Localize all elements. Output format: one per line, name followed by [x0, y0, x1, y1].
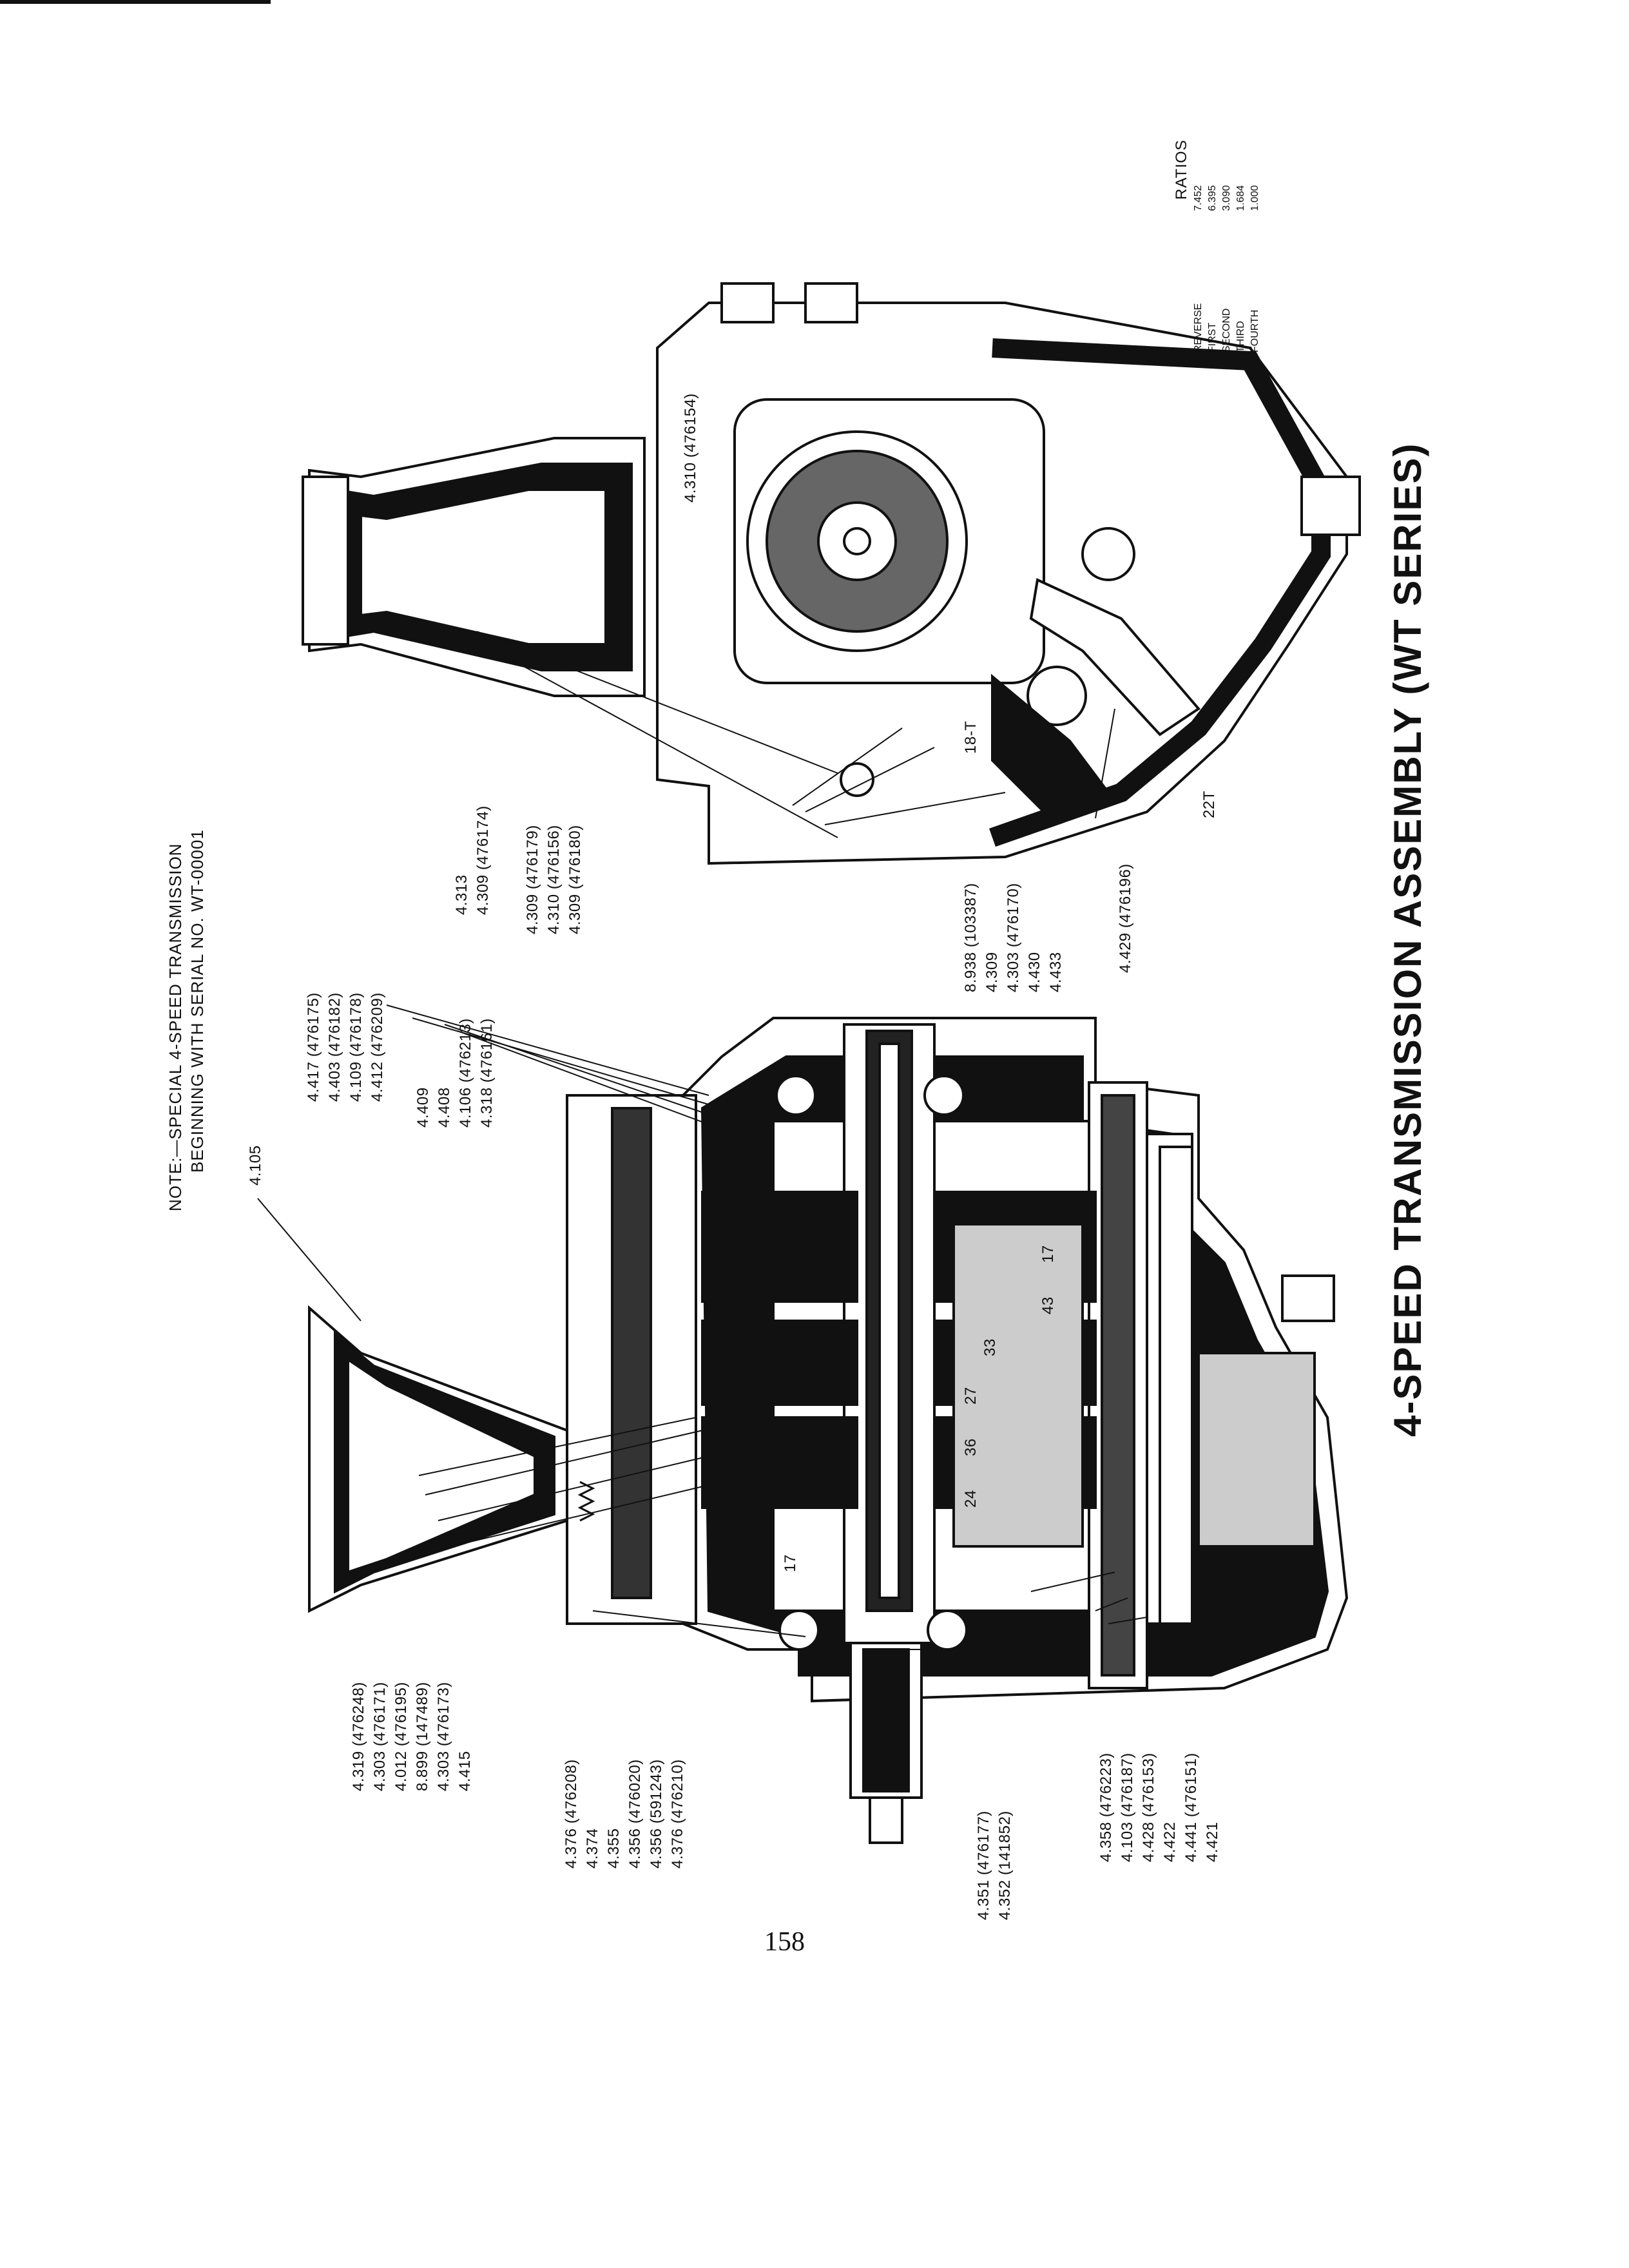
callout-label: 22T [1200, 791, 1218, 818]
ratio-row: FIRST 6.395 [1206, 184, 1219, 353]
callout-group-right-c: 8.938 (103387) 4.309 4.303 (476170) 4.43… [960, 883, 1066, 992]
ratio-value: 6.395 [1207, 185, 1218, 211]
ratio-row: SECOND 3.090 [1220, 184, 1233, 353]
note-block: NOTE:—SPECIAL 4-SPEED TRANSMISSION BEGIN… [164, 829, 208, 1211]
callout-label: 4.408 [436, 1087, 453, 1128]
callout-right-top: 4.310 (476154) [680, 393, 701, 503]
callout-label: 4.415 [456, 1751, 474, 1791]
ratios-table: RATIOS REVERSE 7.452 FIRST 6.395 SECOND 3.0… [1173, 139, 1263, 354]
callout-label: 4.403 (476182) [326, 992, 343, 1102]
callout-label: 4.358 (476223) [1097, 1753, 1115, 1862]
callout-label: 4.351 (476177) [975, 1811, 992, 1920]
callout-label: 4.313 [453, 874, 470, 915]
callout-label: 4.412 (476209) [369, 992, 386, 1102]
callout-group-e: 4.351 (476177) 4.352 (141852) [973, 1811, 1016, 1920]
callout-label: 4.105 [247, 1145, 264, 1186]
callout-label: 4.376 (476208) [563, 1759, 580, 1869]
callout-label: 8.938 (103387) [962, 883, 979, 992]
callout-group-b: 4.409 4.408 4.106 (476213) 4.318 (476161… [412, 1018, 497, 1128]
end-view [302, 282, 1361, 865]
gear-tooth-label: 17 [782, 1554, 799, 1572]
callout-label: 4.309 (476174) [474, 805, 492, 915]
callout-label: 4.421 [1204, 1821, 1221, 1862]
ratios-heading: RATIOS [1173, 139, 1190, 200]
ratio-gear: FOURTH [1249, 309, 1260, 352]
ratio-value: 3.090 [1221, 185, 1232, 211]
callout-label: 4.356 (476020) [626, 1759, 644, 1869]
page-title: 4-SPEED TRANSMISSION ASSEMBLY (WT SERIES… [1386, 442, 1429, 1437]
ratio-gear: FIRST [1207, 322, 1218, 352]
ratio-row: FOURTH 1.000 [1249, 184, 1262, 353]
gear-tooth-label: 24 [962, 1490, 979, 1508]
callout-label: 4.422 [1161, 1821, 1179, 1862]
top-rule [0, 0, 271, 4]
ratio-gear: REVERSE [1193, 303, 1204, 352]
callout-label: 4.319 (476248) [350, 1682, 367, 1791]
callout-label: 4.109 (476178) [347, 992, 365, 1102]
leader-lines [257, 631, 1148, 1650]
ratio-value: 1.684 [1235, 185, 1246, 211]
callout-label: 8.899 (147489) [414, 1682, 431, 1791]
callout-label: 4.352 (141852) [996, 1811, 1014, 1920]
ratio-gear: THIRD [1235, 321, 1246, 352]
callout-22t: 22T [1199, 791, 1220, 818]
note-line-2: BEGINNING WITH SERIAL NO. WT-00001 [188, 829, 207, 1173]
callout-label: 4.356 (591243) [648, 1759, 665, 1869]
callout-group-a: 4.417 (476175) 4.403 (476182) 4.109 (476… [303, 992, 388, 1102]
ratio-row: THIRD 1.684 [1235, 184, 1248, 353]
callout-label: 4.376 (476210) [669, 1759, 686, 1869]
callout-label: 4.103 (476187) [1119, 1753, 1136, 1862]
callout-18t: 18-T [960, 721, 981, 754]
callout-label: 4.303 (476170) [1005, 883, 1022, 992]
callout-label: 4.355 [605, 1828, 622, 1869]
ratio-gear: SECOND [1221, 308, 1232, 352]
callout-label: 4.374 [584, 1828, 601, 1869]
gear-tooth-label: 43 [1284, 1554, 1302, 1572]
callout-label: 4.433 [1047, 952, 1065, 992]
gear-tooth-label: 17 [1039, 1245, 1057, 1263]
callout-label: 4.309 (476180) [566, 825, 584, 934]
callout-label: 4.309 [983, 952, 1001, 992]
callout-label: 4.409 [414, 1087, 432, 1128]
callout-label: 4.441 (476151) [1182, 1753, 1200, 1862]
callout-label: 4.303 (476173) [435, 1682, 452, 1791]
ratio-value: 1.000 [1249, 185, 1260, 211]
gear-tooth-label: 33 [981, 1338, 999, 1356]
callout-group-d: 4.376 (476208) 4.374 4.355 4.356 (476020… [561, 1759, 688, 1869]
callout-label: 4.429 (476196) [1117, 863, 1134, 973]
callout-label: 4.318 (476161) [478, 1018, 496, 1128]
note-line-1: NOTE:—SPECIAL 4-SPEED TRANSMISSION [166, 843, 185, 1211]
page-number: 158 [764, 1927, 805, 1957]
callout-group-right-a: 4.313 4.309 (476174) [451, 805, 494, 915]
callout-label: 4.309 (476179) [524, 825, 541, 934]
callout-label: 18-T [962, 720, 979, 754]
callout-label: 4.310 (476156) [545, 825, 563, 934]
cross-section-view [308, 1017, 1349, 1844]
ratio-row: REVERSE 7.452 [1192, 184, 1205, 353]
callout-group-right-d: 4.429 (476196) [1115, 863, 1136, 973]
callout-label: 4.430 [1026, 952, 1043, 992]
ratio-value: 7.452 [1193, 185, 1204, 211]
callout-group-f: 4.358 (476223) 4.103 (476187) 4.428 (476… [1095, 1753, 1223, 1862]
callout-label: 4.417 (476175) [305, 992, 322, 1102]
callout-label: 4.106 (476213) [457, 1018, 474, 1128]
callout-group-c: 4.319 (476248) 4.303 (476171) 4.012 (476… [348, 1682, 476, 1791]
gear-tooth-label: 36 [962, 1438, 979, 1456]
callout-label: 4.428 (476153) [1140, 1753, 1157, 1862]
callout-group-top: 4.105 [245, 1145, 266, 1186]
callout-label: 4.310 (476154) [682, 393, 699, 503]
gear-tooth-label: 27 [962, 1387, 979, 1405]
callout-label: 4.303 (476171) [371, 1682, 389, 1791]
callout-label: 4.012 (476195) [392, 1682, 410, 1791]
gear-tooth-label: 43 [1039, 1296, 1057, 1314]
callout-group-right-b: 4.309 (476179) 4.310 (476156) 4.309 (476… [522, 825, 586, 934]
